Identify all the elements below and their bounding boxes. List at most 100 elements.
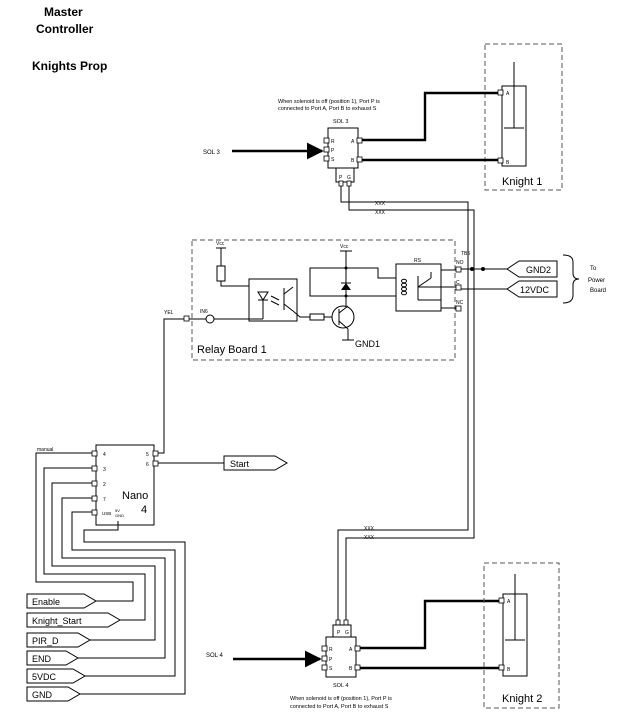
- nano-pin-6-label: 6: [146, 462, 149, 468]
- nano-pin-7: [91, 495, 98, 502]
- nano-4: Nano 4 manual 4 3 2 7 USB 5V GND 5 6: [37, 444, 159, 526]
- knight-2-frame: [483, 562, 560, 709]
- relay-tb-no: [455, 266, 462, 273]
- power-to-line-2: Power: [588, 278, 605, 284]
- sol-4-pin-b: [354, 664, 361, 671]
- nano-pin-7-label: 7: [103, 497, 106, 503]
- knight-1-frame: [484, 43, 563, 191]
- relay-vcc-1-label: Vcc: [216, 241, 225, 247]
- relay-tb-nc: [455, 305, 462, 312]
- knight-2-port-b-label: B: [507, 667, 511, 673]
- sol-3-pin-a-label: A: [351, 139, 355, 145]
- start-label: Start: [230, 459, 250, 469]
- power-node-2: [481, 267, 485, 271]
- relay-opto-ray-1: [270, 295, 280, 301]
- sol-4-pin-top-g: [343, 619, 349, 626]
- knight-2-port-a: [498, 597, 505, 604]
- knight-2-port-a-label: A: [507, 599, 511, 605]
- relay-tb-label: TB6: [461, 251, 470, 257]
- start-flag: [223, 455, 288, 471]
- nano-pin-6: [152, 460, 159, 467]
- sol-3-pin-b-label: B: [351, 158, 355, 164]
- relay-vcc-2-label: Vcc: [340, 244, 349, 250]
- relay-board: Relay Board 1 Vcc IN6 GND1 Vcc: [164, 239, 470, 361]
- wire-knight-start: [43, 467, 146, 621]
- 5vdc-flag: [26, 668, 86, 684]
- relay-transistor-emitter: [338, 320, 349, 330]
- pir-d-flag: [26, 632, 91, 648]
- nano-wiring: Enable Knight_Start PIR_D END 5VDC GND: [26, 452, 186, 702]
- sol-4-pin-a-label: A: [349, 647, 353, 653]
- relay-yel-connector: [183, 315, 190, 322]
- wire-pir-d: [51, 482, 156, 641]
- sol-4-block-label: SOL 4: [333, 683, 348, 689]
- sol-3: When solenoid is off (position 1), Port …: [203, 91, 498, 187]
- nano-pin-5v-label: 5V: [115, 508, 120, 513]
- power-12v-label: 12VDC: [520, 285, 550, 295]
- sol-4-pin-top-g-label: G: [345, 630, 349, 636]
- cable-label-bottom-1: XXX: [364, 526, 375, 532]
- relay-optocoupler: [248, 278, 298, 322]
- relay-in-connector: [205, 314, 215, 324]
- sol-4-pin-top-p: [335, 619, 341, 626]
- relay-opto-collector: [283, 286, 294, 295]
- wire-5vdc: [71, 511, 176, 677]
- nano-label-line-2: 4: [141, 504, 147, 516]
- enable-label: Enable: [32, 597, 60, 607]
- relay-resistor-2: [309, 313, 325, 321]
- relay-opto-emitter: [283, 303, 294, 312]
- sol-3-pin-bottom-g: [346, 180, 352, 187]
- knight-1: A B Knight 1: [484, 43, 563, 191]
- relay-resistor-1-wire: [220, 281, 253, 287]
- sol-3-pin-bottom-p-label: P: [339, 175, 343, 181]
- subtitle: Knights Prop: [32, 59, 107, 73]
- power-to-line-1: To: [590, 266, 597, 272]
- relay-diode: [341, 283, 351, 290]
- end-flag: [26, 650, 79, 666]
- sol-4-pin-b-label: B: [349, 666, 353, 672]
- knight-1-label: Knight 1: [502, 176, 542, 188]
- relay-coil-wire-top: [346, 267, 398, 279]
- nano-pin-2-label: 2: [103, 482, 106, 488]
- relay-coil-loop: [309, 267, 346, 297]
- sol-3-pin-r-label: R: [331, 139, 335, 145]
- end-label: END: [32, 654, 52, 664]
- sol-cable: XXX XXX XXX XXX: [337, 186, 475, 620]
- relay-opto-ray-2: [270, 300, 280, 306]
- sol-4-pin-r-label: R: [329, 647, 333, 653]
- sol-3-block-label: SOL 3: [333, 119, 348, 125]
- relay-transistor-collector: [338, 305, 349, 314]
- power-node-1: [470, 267, 474, 271]
- cable-label-top-1: XXX: [375, 201, 386, 207]
- relay-board-label: Relay Board 1: [197, 344, 267, 356]
- power-gnd2-flag: [506, 260, 558, 278]
- relay-transistor: [331, 305, 355, 329]
- wire-nano-to-relay: [158, 318, 206, 454]
- knight-1-port-b: [497, 157, 504, 164]
- relay-opto-out-wire: [292, 310, 310, 318]
- sol-3-signal-label: SOL 3: [203, 150, 220, 156]
- relay-resistor-1: [216, 265, 226, 282]
- power-to-line-3: Board: [590, 288, 606, 294]
- relay-nc-label: NC: [456, 300, 464, 306]
- knight-start-label: Knight_Start: [32, 616, 82, 626]
- sol-3-pin-p-label: P: [331, 148, 335, 154]
- gnd-label: GND: [32, 690, 53, 700]
- sol-4: P G R P S A B SOL 4 SOL 4 When solenoid …: [206, 599, 500, 710]
- relay-contact-arm: [417, 277, 432, 288]
- nano-pin-usb: [91, 509, 98, 516]
- knight-2-label: Knight 2: [502, 693, 542, 705]
- nano-pin-gnd-label: GND: [115, 513, 124, 518]
- power-12v-flag: [506, 280, 558, 298]
- power-brace: [562, 254, 580, 304]
- knight-1-port-b-label: B: [506, 160, 510, 166]
- sol-4-pin-s: [321, 664, 328, 671]
- relay-rs-label: RS: [414, 258, 422, 264]
- sol-3-pin-s: [323, 155, 330, 162]
- sol-3-pin-bottom-p: [338, 180, 344, 187]
- sol-cable-wire-2: [345, 186, 475, 620]
- power-gnd2-label: GND2: [526, 265, 551, 275]
- title-line-1: Master: [44, 5, 83, 19]
- sol-4-pin-p: [321, 655, 328, 662]
